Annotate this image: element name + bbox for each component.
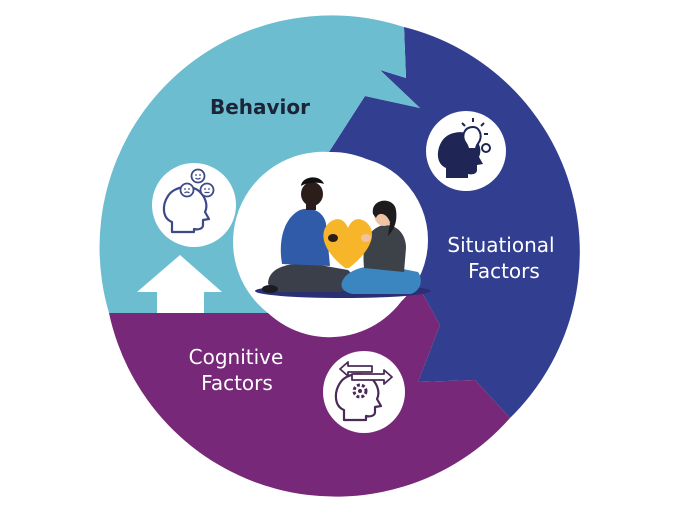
two-people-holding-heart-illustration [255, 156, 431, 324]
cognitive-factors-segment [109, 278, 510, 497]
situational-factors-label-line2: Factors [468, 259, 540, 283]
cognitive-factors-label-line1: Cognitive [189, 345, 284, 369]
behavior-label: Behavior [210, 95, 310, 119]
situational-factors-segment [329, 27, 580, 418]
head-with-lightbulb-icon [426, 111, 506, 191]
head-with-gear-and-arrows-icon [323, 351, 405, 433]
cognitive-factors-label-line2: Factors [201, 371, 273, 395]
situational-factors-label-line1: Situational [447, 233, 554, 257]
head-with-emotion-faces-icon [152, 163, 236, 247]
